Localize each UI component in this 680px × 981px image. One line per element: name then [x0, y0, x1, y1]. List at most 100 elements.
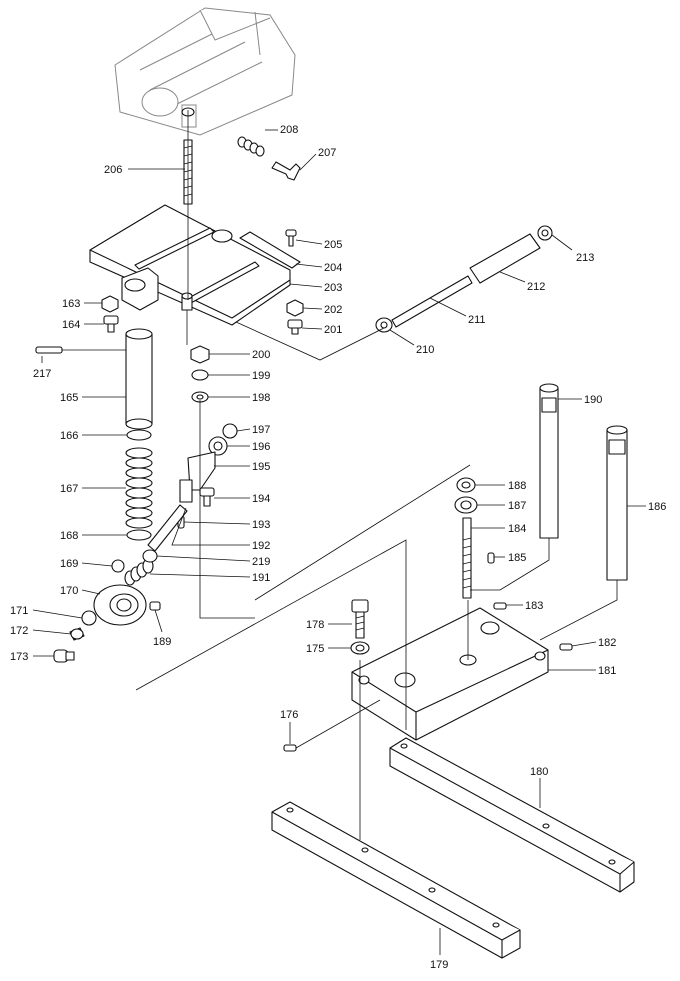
pin-183 [493, 602, 507, 610]
label-199: 199 [252, 370, 270, 382]
label-190: 190 [584, 394, 602, 406]
label-182: 182 [598, 637, 616, 649]
label-196: 196 [252, 441, 270, 453]
label-176: 176 [280, 709, 298, 721]
ring-168 [126, 529, 152, 541]
nut-200 [190, 345, 210, 364]
label-192: 192 [252, 540, 270, 552]
column-186 [606, 425, 628, 581]
collar-171 [81, 610, 97, 626]
label-201: 201 [324, 324, 342, 336]
label-173: 173 [10, 651, 28, 663]
rod-211 [391, 275, 473, 328]
label-203: 203 [324, 282, 342, 294]
label-185: 185 [508, 552, 526, 564]
callout-leaders [32, 129, 646, 955]
knob-169 [111, 559, 125, 573]
arm-195 [179, 451, 216, 503]
base-181 [351, 607, 549, 741]
label-165: 165 [60, 392, 78, 404]
screw-201 [287, 319, 303, 335]
washer-198 [191, 391, 209, 403]
bellows-167 [125, 447, 153, 529]
label-181: 181 [598, 665, 616, 677]
sleeve-212 [469, 233, 541, 284]
alignment-lines [62, 110, 618, 840]
label-188: 188 [508, 480, 526, 492]
label-210: 210 [416, 344, 434, 356]
bolt-194 [199, 487, 215, 507]
label-187: 187 [508, 500, 526, 512]
label-193: 193 [252, 519, 270, 531]
ring-166 [126, 429, 152, 441]
label-200: 200 [252, 349, 270, 361]
label-195: 195 [252, 461, 270, 473]
label-163: 163 [62, 298, 80, 310]
rail-180 [389, 737, 635, 893]
gear-187 [454, 496, 478, 514]
shaft-192 [147, 504, 188, 552]
label-213: 213 [576, 252, 594, 264]
label-211: 211 [468, 314, 486, 326]
label-164: 164 [62, 319, 80, 331]
nut-202 [286, 299, 304, 317]
washer-199 [191, 369, 209, 381]
label-207: 207 [318, 147, 336, 159]
rail-179 [271, 801, 521, 959]
pin-185 [487, 552, 495, 564]
gear-196 [208, 436, 228, 456]
wing-bolt-207 [271, 161, 301, 181]
label-180: 180 [530, 766, 548, 778]
label-217: 217 [33, 368, 51, 380]
callout-labels: 208 207 206 205 204 203 202 201 213 212 … [10, 124, 666, 971]
label-186: 186 [648, 501, 666, 513]
hub-170 [93, 584, 147, 626]
label-178: 178 [306, 619, 324, 631]
label-212: 212 [527, 281, 545, 293]
label-172: 172 [10, 625, 28, 637]
label-194: 194 [252, 493, 270, 505]
label-170: 170 [60, 585, 78, 597]
label-197: 197 [252, 424, 270, 436]
screw-164 [103, 315, 119, 333]
pin-182 [559, 643, 573, 651]
label-189: 189 [153, 636, 171, 648]
label-184: 184 [508, 523, 526, 535]
nut-163 [101, 295, 119, 313]
washer-175 [350, 641, 370, 655]
bolt-178 [351, 599, 369, 639]
label-167: 167 [60, 483, 78, 495]
table-bracket [121, 267, 193, 311]
screw-173 [53, 649, 75, 663]
nut-188 [456, 477, 476, 493]
table-plate [89, 204, 301, 326]
cap-210 [375, 317, 393, 333]
label-191: 191 [252, 572, 270, 584]
label-204: 204 [324, 262, 342, 274]
label-166: 166 [60, 430, 78, 442]
label-205: 205 [324, 239, 342, 251]
label-202: 202 [324, 304, 342, 316]
column-190 [539, 383, 559, 539]
knob-197 [222, 423, 238, 439]
screw-205 [285, 229, 297, 247]
vise-outline [114, 7, 296, 136]
label-208: 208 [280, 124, 298, 136]
label-175: 175 [306, 643, 324, 655]
pin-176 [283, 744, 297, 752]
label-179: 179 [430, 959, 448, 971]
screw-184 [462, 517, 472, 599]
label-206: 206 [104, 164, 122, 176]
tube-165 [125, 328, 153, 430]
pin-217 [35, 346, 63, 354]
spring-191 [124, 558, 154, 586]
label-183: 183 [525, 600, 543, 612]
label-171: 171 [10, 605, 28, 617]
label-169: 169 [60, 558, 78, 570]
label-219: 219 [252, 556, 270, 568]
cap-213 [537, 225, 553, 241]
label-198: 198 [252, 392, 270, 404]
washer-172 [69, 627, 85, 641]
set-screw-189 [149, 601, 161, 611]
